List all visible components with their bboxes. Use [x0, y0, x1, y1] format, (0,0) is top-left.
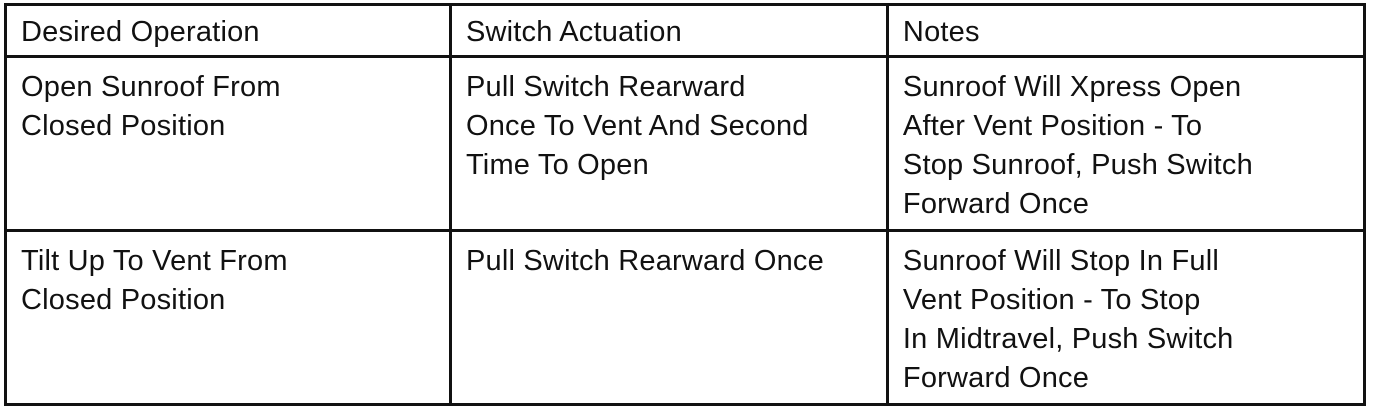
cell-switch-actuation: Pull Switch Rearward Once — [448, 229, 889, 406]
sunroof-operation-table: Desired Operation Switch Actuation Notes… — [4, 3, 1367, 406]
header-notes: Notes — [885, 3, 1367, 58]
cell-notes: Sunroof Will Stop In Full Vent Position … — [885, 229, 1367, 406]
header-switch-actuation: Switch Actuation — [448, 3, 889, 58]
cell-desired-operation: Tilt Up To Vent From Closed Position — [4, 229, 452, 406]
cell-switch-actuation: Pull Switch Rearward Once To Vent And Se… — [448, 55, 889, 232]
table-row: Tilt Up To Vent From Closed Position Pul… — [4, 229, 1367, 406]
cell-desired-operation: Open Sunroof From Closed Position — [4, 55, 452, 232]
table-row: Open Sunroof From Closed Position Pull S… — [4, 55, 1367, 232]
cell-notes: Sunroof Will Xpress Open After Vent Posi… — [885, 55, 1367, 232]
table-header-row: Desired Operation Switch Actuation Notes — [4, 3, 1367, 58]
header-desired-operation: Desired Operation — [4, 3, 452, 58]
